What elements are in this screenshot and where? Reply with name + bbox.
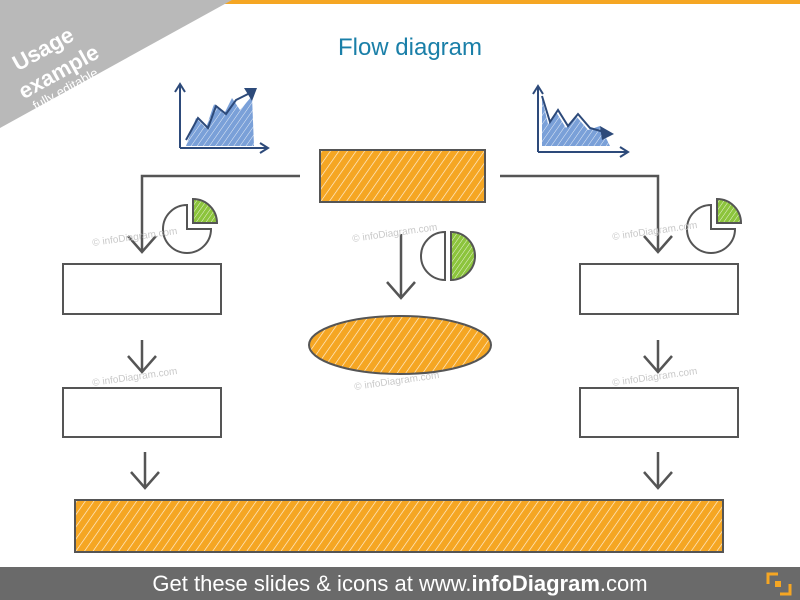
footer-banner: Get these slides & icons at www.infoDiag… xyxy=(0,567,800,600)
right-arrow-1 xyxy=(643,235,673,254)
left-box-1 xyxy=(62,263,222,315)
pie-chart-icon xyxy=(686,197,743,254)
footer-suffix: .com xyxy=(599,571,648,596)
orange-logo-icon xyxy=(766,572,792,596)
left-arrow-1 xyxy=(127,235,157,254)
right-connector xyxy=(500,174,660,252)
footer-brand: infoDiagram xyxy=(471,571,600,596)
growth-chart-icon xyxy=(174,82,270,154)
right-arrow-3 xyxy=(643,471,673,490)
right-arrow-2 xyxy=(643,355,673,374)
right-box-2 xyxy=(579,387,739,438)
top-accent-bar xyxy=(0,0,800,4)
page-title: Flow diagram xyxy=(337,34,483,61)
left-connector xyxy=(140,174,300,252)
center-ellipse xyxy=(308,315,492,375)
bottom-bar xyxy=(74,499,724,553)
right-box-1 xyxy=(579,263,739,315)
start-bar xyxy=(319,149,486,203)
pie-chart-icon xyxy=(162,197,219,254)
left-box-2 xyxy=(62,387,222,438)
footer-prefix: Get these slides & icons at www. xyxy=(152,571,472,596)
left-arrow-3 xyxy=(130,471,160,490)
footer-text[interactable]: Get these slides & icons at www.infoDiag… xyxy=(0,571,800,597)
left-arrow-2 xyxy=(127,355,157,374)
pie-chart-icon xyxy=(420,230,476,282)
decline-chart-icon xyxy=(532,84,630,158)
